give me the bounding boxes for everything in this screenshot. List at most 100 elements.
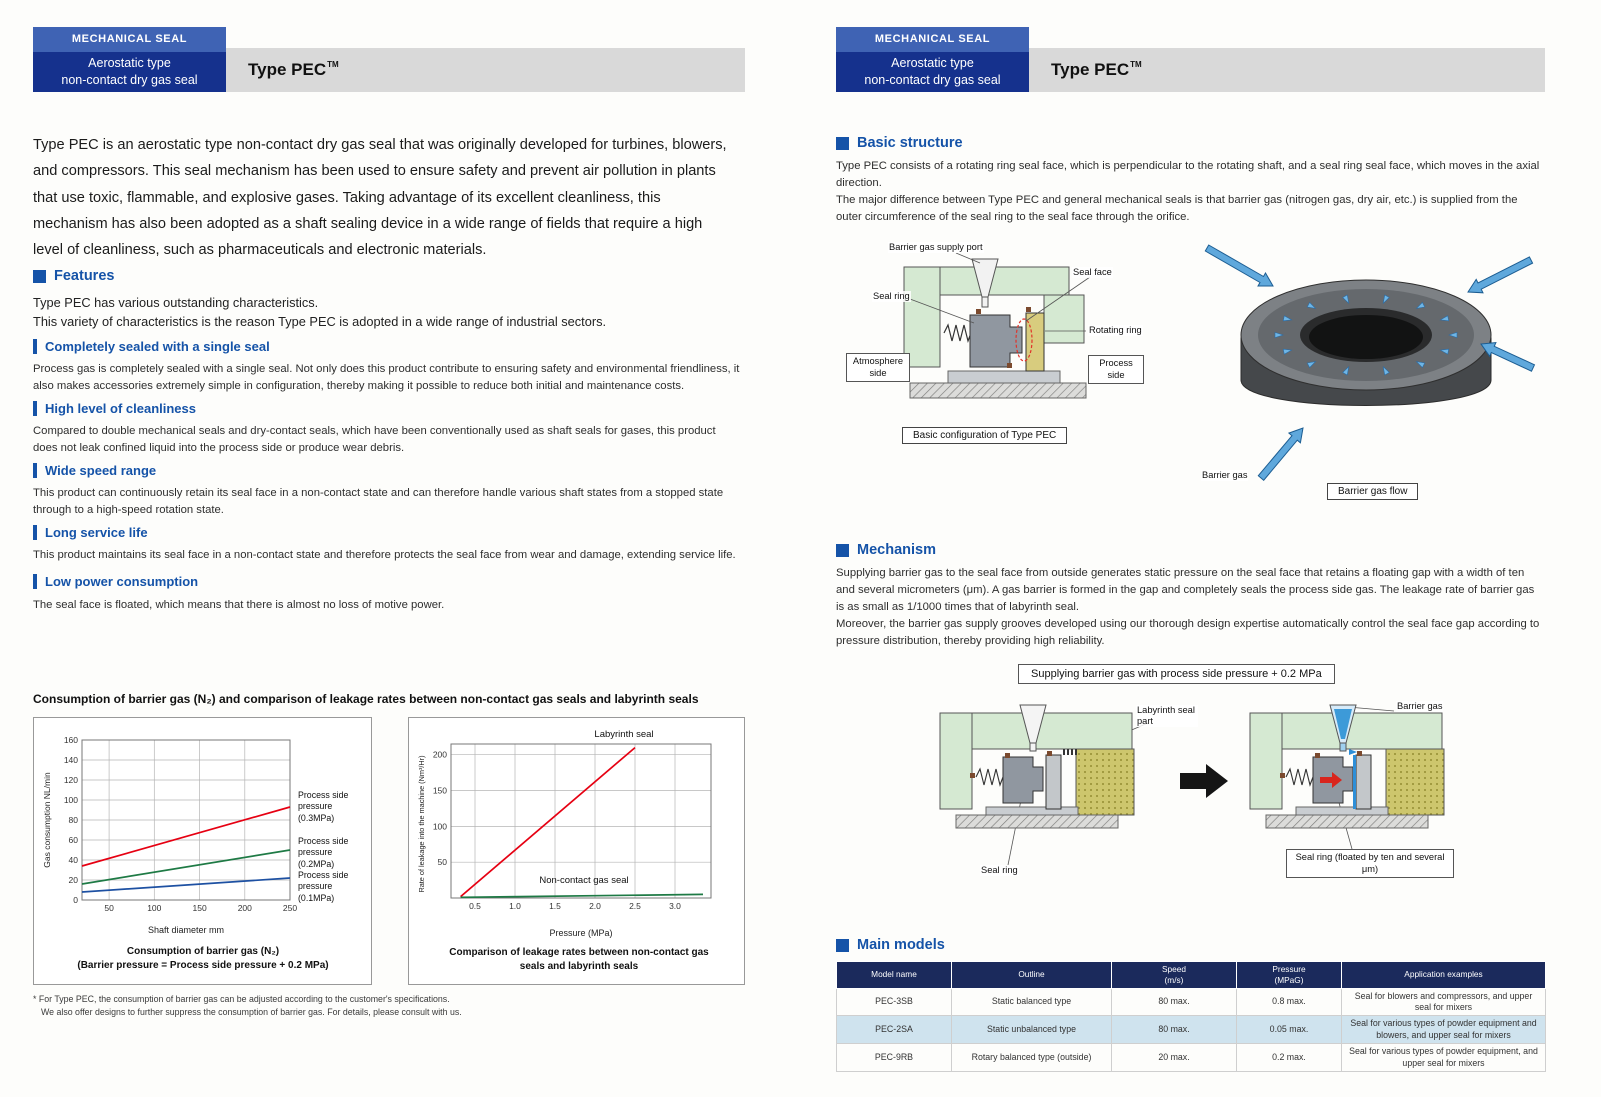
features-heading: Features [33,268,114,284]
feature-body-single-seal: Process gas is completely sealed with a … [33,363,740,392]
svg-text:80: 80 [69,815,79,825]
label-atmosphere-side: Atmosphere side [846,353,910,383]
cell-application: Seal for various types of powder equipme… [1341,1043,1546,1073]
table-row-pec-2sa: PEC-2SA Static unbalanced type 80 max. 0… [836,1015,1546,1045]
basic-structure-heading: Basic structure [836,135,963,151]
seal-ring-3d-drawing [1204,244,1536,482]
mechanism-diagrams: Labyrinth seal part Barrier gas Seal rin… [896,689,1496,894]
cell-outline: Static unbalanced type [951,1015,1112,1045]
seal-type-line2: non-contact dry gas seal [864,73,1001,87]
cell-application: Seal for various types of powder equipme… [1341,1015,1546,1045]
basic-structure-body1: Type PEC consists of a rotating ring sea… [836,160,1540,189]
cell-model: PEC-3SB [836,987,952,1017]
feature-body-service-life: This product maintains its seal face in … [33,549,736,561]
col-header-pressure: Pressure(MPaG) [1236,961,1342,989]
cell-model: PEC-2SA [836,1015,952,1045]
table-row-pec-9rb: PEC-9RB Rotary balanced type (outside) 2… [836,1043,1546,1073]
svg-text:140: 140 [64,755,78,765]
chart1-legend-0-1mpa: Process side pressure (0.1MPa) [298,870,349,903]
feature-title-speed-range: Wide speed range [33,463,156,478]
cell-speed: 80 max. [1111,1015,1237,1045]
svg-text:1.5: 1.5 [549,901,561,911]
label-seal-ring: Seal ring [872,291,911,303]
cell-model: PEC-9RB [836,1043,952,1073]
main-models-table: Model name Outline Speed(m/s) Pressure(M… [836,961,1546,1073]
mechanism-diagram-barrier-gas [1249,704,1445,829]
chart1-caption: Consumption of barrier gas (N₂) (Barrier… [44,945,362,973]
trademark-symbol: TM [327,60,339,69]
svg-text:50: 50 [104,903,114,913]
section-marker-icon [836,136,849,150]
table-row-pec-3sb: PEC-3SB Static balanced type 80 max. 0.8… [836,987,1546,1017]
basic-configuration-diagram: Barrier gas supply port Seal face Seal r… [844,237,1174,455]
product-title-bar: Type PEC TM [226,48,745,92]
basic-structure-body: Type PEC consists of a rotating ring sea… [836,158,1545,226]
svg-text:200: 200 [433,750,447,760]
mechanism-heading: Mechanism [836,542,936,558]
product-title-bar: Type PEC TM [1029,48,1545,92]
caption-barrier-gas-flow: Barrier gas flow [1327,483,1419,500]
chart1-x-axis-label: Shaft diameter mm [147,925,225,935]
col-header-application: Application examples [1341,961,1546,989]
mechanism-box-title: Supplying barrier gas with process side … [1018,664,1335,684]
cell-outline: Rotary balanced type (outside) [951,1043,1112,1073]
cell-application: Seal for blowers and compressors, and up… [1341,987,1546,1017]
cell-outline: Static balanced type [951,987,1112,1017]
footnote-line2: We also offer designs to further suppres… [41,1007,462,1018]
label-seal-ring-floated: Seal ring (floated by ten and several μm… [1286,849,1454,879]
label-seal-face: Seal face [1072,267,1113,279]
basic-structure-body2: The major difference between Type PEC an… [836,193,1518,223]
features-heading-text: Features [54,268,115,284]
feature-title-cleanliness: High level of cleanliness [33,401,196,416]
label-barrier-gas-mechanism: Barrier gas [1396,701,1444,713]
chart1-caption-line1: Consumption of barrier gas (N₂) [126,946,280,957]
main-models-heading-text: Main models [857,937,945,953]
label-barrier-gas: Barrier gas [1201,470,1249,482]
features-lead-line2: This variety of characteristics is the r… [33,314,607,330]
feature-body-cleanliness: Compared to double mechanical seals and … [33,425,716,454]
section-marker-icon [836,938,849,952]
col-header-model-name: Model name [836,961,952,989]
page-header: MECHANICAL SEAL Aerostatic type non-cont… [836,27,1545,92]
trademark-symbol: TM [1130,60,1142,69]
product-name: Type PEC [1051,60,1130,79]
page-left: MECHANICAL SEAL Aerostatic type non-cont… [33,27,745,1067]
feature-title-power: Low power consumption [33,574,198,589]
svg-text:100: 100 [433,821,447,831]
label-process-side: Process side [1088,355,1144,385]
label-seal-ring-mechanism: Seal ring [980,865,1019,877]
chart1-caption-line2: (Barrier pressure = Process side pressur… [77,960,329,971]
svg-text:0.5: 0.5 [469,901,481,911]
seal-type-line1: Aerostatic type [88,56,171,70]
svg-text:2.5: 2.5 [629,901,641,911]
page-right: MECHANICAL SEAL Aerostatic type non-cont… [836,27,1546,1073]
seal-type-label: Aerostatic type non-contact dry gas seal [836,52,1029,92]
page-header: MECHANICAL SEAL Aerostatic type non-cont… [33,27,745,92]
table-header-row: Model name Outline Speed(m/s) Pressure(M… [836,961,1546,989]
series-label-non-contact-seal: Non-contact gas seal [539,875,629,886]
chart1-legend-0-2mpa: Process side pressure (0.2MPa) [298,836,349,869]
svg-text:250: 250 [283,903,297,913]
svg-text:2.0: 2.0 [589,901,601,911]
svg-text:100: 100 [147,903,161,913]
footnote: * For Type PEC, the consumption of barri… [33,993,462,1019]
basic-structure-heading-text: Basic structure [857,135,963,151]
mechanism-diagram-labyrinth [939,704,1135,829]
svg-text:1.0: 1.0 [509,901,521,911]
svg-text:200: 200 [238,903,252,913]
label-labyrinth-seal-part: Labyrinth seal part [1136,705,1198,728]
caption-basic-configuration: Basic configuration of Type PEC [902,427,1068,444]
seal-type-line1: Aerostatic type [891,56,974,70]
svg-text:160: 160 [64,735,78,745]
feature-body-power: The seal face is floated, which means th… [33,599,445,611]
intro-paragraph: Type PEC is an aerostatic type non-conta… [33,137,727,259]
mechanism-body2: Moreover, the barrier gas supply grooves… [836,617,1540,647]
transition-arrow-icon [1180,764,1228,798]
charts-section-title: Consumption of barrier gas (N₂) and comp… [33,692,699,706]
svg-text:0: 0 [73,895,78,905]
feature-body-speed-range: This product can continuously retain its… [33,487,724,516]
mechanism-body: Supplying barrier gas to the seal face f… [836,565,1545,650]
svg-text:150: 150 [193,903,207,913]
feature-title-single-seal: Completely sealed with a single seal [33,339,270,354]
features-lead-line1: Type PEC has various outstanding charact… [33,295,319,310]
